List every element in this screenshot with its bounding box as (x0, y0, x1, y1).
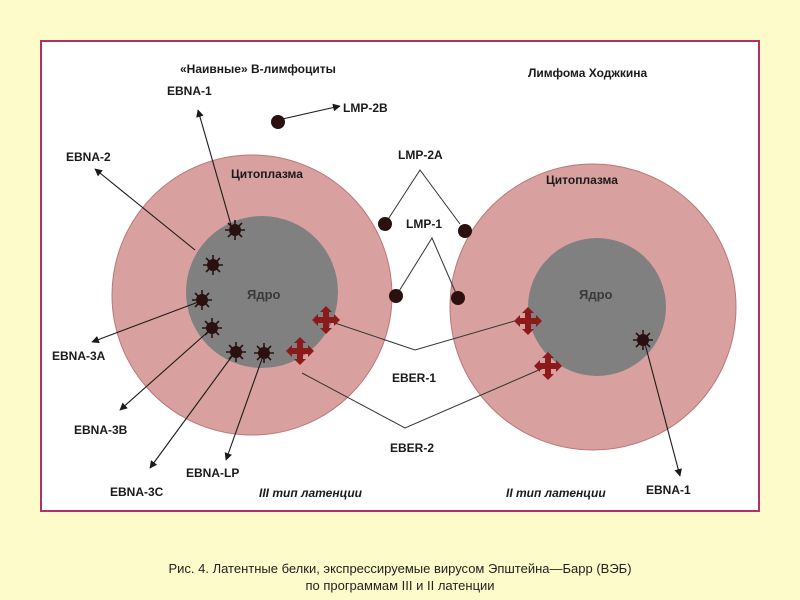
caption-line-2: по программам III и II латенции (305, 578, 495, 593)
label-ebnalp: EBNA-LP (186, 466, 239, 480)
label-ebna3c: EBNA-3C (110, 485, 164, 499)
lmp1-marker-right (451, 291, 465, 305)
membrane-markers (271, 115, 472, 305)
lmp2a-marker-left (378, 217, 392, 231)
label-ebna3a: EBNA-3A (52, 349, 106, 363)
right-cytoplasm-label: Цитоплазма (546, 173, 618, 187)
diagram-panel: «Наивные» В-лимфоциты Лимфома Ходжкина E… (40, 40, 760, 512)
figure-caption: Рис. 4. Латентные белки, экспрессируемые… (0, 560, 800, 594)
label-ebna1-right: EBNA-1 (646, 483, 691, 497)
lmp2b-marker (271, 115, 285, 129)
diagram-svg: «Наивные» В-лимфоциты Лимфома Ходжкина E… (40, 40, 760, 512)
label-ebna3b: EBNA-3B (74, 423, 128, 437)
label-ebna2: EBNA-2 (66, 150, 111, 164)
label-lmp2a: LMP-2A (398, 148, 443, 162)
lmp1-marker-left (389, 289, 403, 303)
left-nucleus-label: Ядро (247, 287, 281, 302)
lmp2a-marker-right (458, 224, 472, 238)
left-cytoplasm-label: Цитоплазма (231, 167, 303, 181)
connector-lines (301, 169, 549, 429)
label-lmp2b: LMP-2B (343, 101, 388, 115)
right-nucleus (528, 238, 666, 376)
label-arrows (91, 103, 682, 477)
label-eber2: EBER-2 (390, 441, 434, 455)
right-nucleus-label: Ядро (579, 287, 613, 302)
label-ebna1-left: EBNA-1 (167, 84, 212, 98)
ebna1-marker-right (632, 329, 654, 351)
left-latency-label: III тип латенции (259, 486, 363, 500)
right-cell-title: Лимфома Ходжкина (528, 66, 648, 80)
left-nucleus (186, 216, 338, 368)
label-eber1: EBER-1 (392, 371, 436, 385)
right-latency-label: II тип латенции (506, 486, 606, 500)
caption-line-1: Рис. 4. Латентные белки, экспрессируемые… (168, 561, 632, 576)
left-cell-title: «Наивные» В-лимфоциты (180, 62, 336, 76)
label-lmp1: LMP-1 (406, 217, 442, 231)
